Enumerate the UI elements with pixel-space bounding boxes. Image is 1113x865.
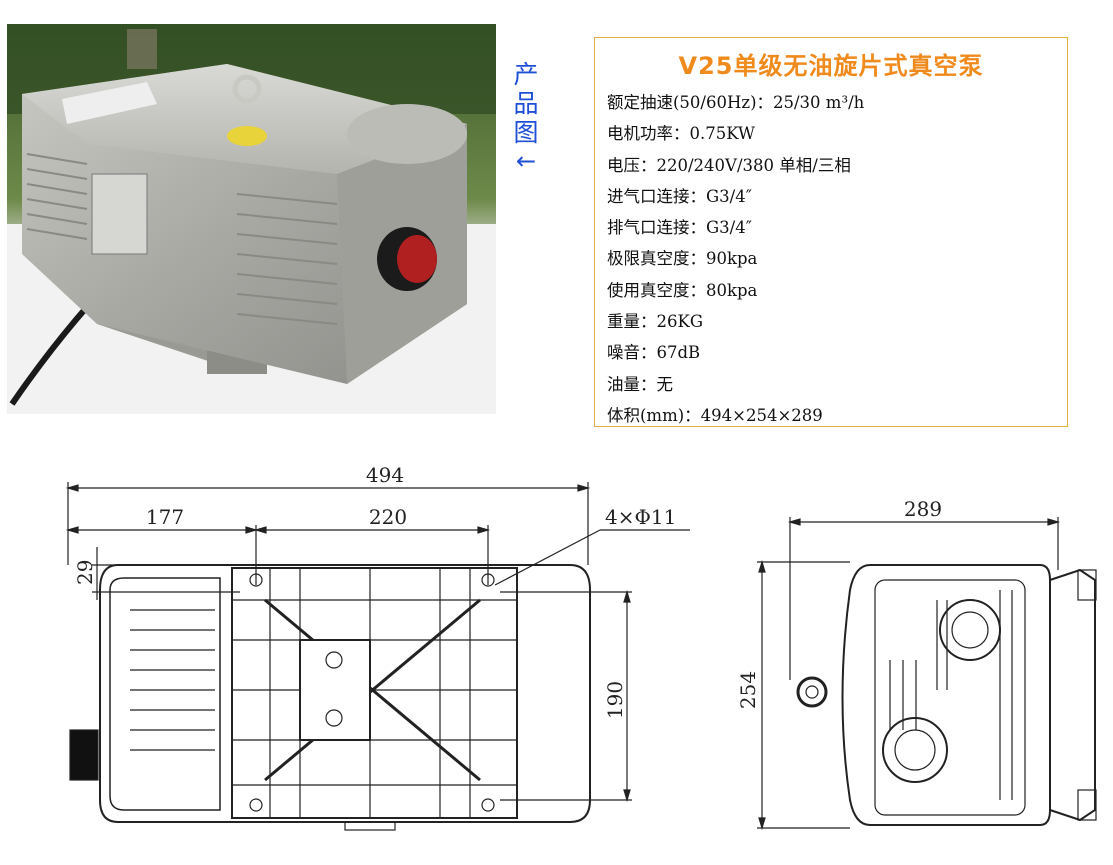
dim-overall-length: 494 [366,463,404,487]
dim-width-289: 289 [904,497,942,521]
spec-ultimate-vacuum: 极限真空度：90kpa [607,249,758,269]
technical-drawing: 494 177 220 4×Φ11 29 190 289 254 [0,440,1113,861]
spec-rated-speed: 额定抽速(50/60Hz)：25/30 m³/h [607,93,865,112]
caption-char-2: 品 [513,89,539,118]
spec-outlet: 排气口连接：G3/4″ [607,218,752,238]
dim-offset-29: 29 [73,560,97,585]
spec-weight: 重量：26KG [607,312,704,332]
spec-voltage: 电压：220/240V/380 单相/三相 [607,155,851,175]
model-name: V25 [678,52,734,80]
product-photo [7,24,496,414]
spec-inlet: 进气口连接：G3/4″ [607,186,752,206]
dim-spacing-220: 220 [369,505,407,529]
dim-offset-177: 177 [146,505,184,529]
spec-oil: 油量：无 [607,374,673,394]
caption-char-1: 产 [513,60,539,89]
spec-title: V25单级无油旋片式真空泵 [595,46,1067,81]
dim-height-254: 254 [736,671,760,709]
spec-motor-power: 电机功率：0.75KW [607,124,755,144]
left-arrow-icon: ← [515,147,537,175]
spec-box: V25单级无油旋片式真空泵 额定抽速(50/60Hz)：25/30 m³/h 电… [594,37,1068,427]
product-image-caption: 产 品 图 ← [508,60,544,176]
dim-spacing-190: 190 [603,681,627,719]
drawing-svg: 494 177 220 4×Φ11 29 190 289 254 [65,463,1097,831]
spec-volume: 体积(mm)：494×254×289 [607,405,823,425]
spec-noise: 噪音：67dB [607,343,701,363]
dim-hole-spec: 4×Φ11 [605,505,676,529]
spec-working-vacuum: 使用真空度：80kpa [607,280,758,300]
caption-char-3: 图 [513,118,539,147]
product-name: 单级无油旋片式真空泵 [733,52,984,80]
